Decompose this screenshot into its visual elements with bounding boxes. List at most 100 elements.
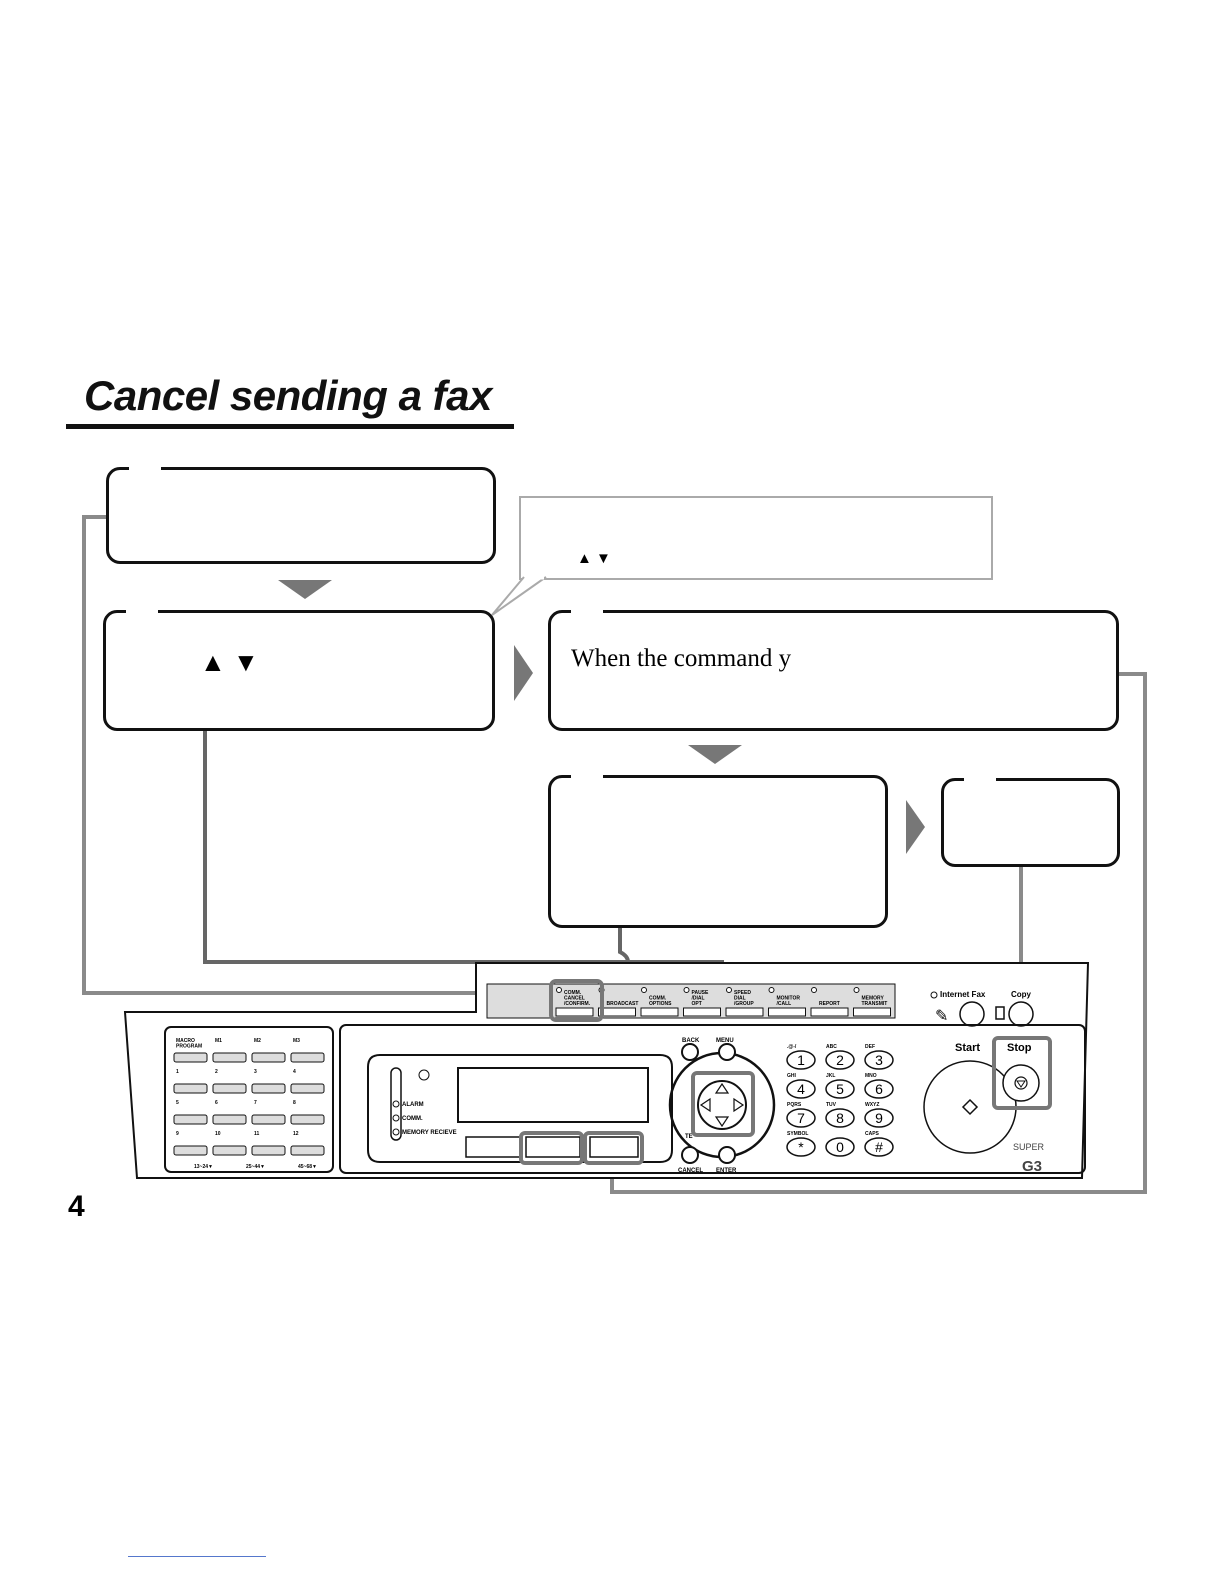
step-3-box: When the command y <box>548 609 1119 731</box>
one-touch-key[interactable] <box>290 1114 325 1125</box>
highlight-stop <box>992 1036 1052 1110</box>
one-touch-key[interactable] <box>251 1083 286 1094</box>
status-lamp-label: MEMORY RECIEVE <box>402 1130 457 1136</box>
one-touch-label: 9 <box>176 1131 179 1137</box>
super-badge: SUPER <box>1013 1142 1045 1152</box>
start-label: Start <box>955 1042 980 1054</box>
keypad-key-7[interactable] <box>786 1108 816 1128</box>
one-touch-key[interactable] <box>212 1052 247 1063</box>
keypad-digit: 4 <box>797 1081 805 1097</box>
soft-key-3 <box>589 1136 639 1158</box>
lcd-display <box>457 1067 649 1123</box>
callout-arrows: ▲ ▼ <box>577 550 611 567</box>
page-range-label: 45~68▼ <box>298 1164 317 1170</box>
function-key-label: REPORT <box>819 1001 840 1007</box>
one-touch-key[interactable] <box>290 1052 325 1063</box>
status-lamp <box>392 1114 400 1122</box>
keypad-key-9[interactable] <box>864 1108 894 1128</box>
contrast-button <box>418 1069 430 1081</box>
keypad-digit: 3 <box>875 1052 883 1068</box>
status-lamp <box>392 1100 400 1108</box>
one-touch-label: 10 <box>215 1131 221 1137</box>
one-touch-key[interactable] <box>212 1114 247 1125</box>
keypad-digit: 5 <box>836 1081 844 1097</box>
one-touch-label: 7 <box>254 1100 257 1106</box>
one-touch-key[interactable] <box>290 1083 325 1094</box>
function-key[interactable] <box>725 1007 764 1017</box>
internet-fax-label: Internet Fax <box>940 990 986 999</box>
highlight-arrow-keys <box>691 1071 755 1137</box>
step-4-box <box>548 774 888 928</box>
one-touch-label: 8 <box>293 1100 296 1106</box>
one-touch-key[interactable] <box>173 1052 208 1063</box>
title-underline <box>66 424 514 429</box>
one-touch-label: 1 <box>176 1069 179 1075</box>
hand-icon: ✎ <box>935 1008 948 1025</box>
arrow-down-icon <box>688 745 742 764</box>
menu-label: MENU <box>716 1038 734 1044</box>
keypad-letters: PQRS <box>787 1102 802 1108</box>
page-number: 4 <box>68 1190 85 1223</box>
keypad-key-0[interactable] <box>825 1137 855 1157</box>
function-key-label: COMM.CANCEL/CONFIRM. <box>564 990 591 1007</box>
keypad-letters: MNO <box>865 1073 877 1079</box>
function-key-label: COMM.OPTIONS <box>649 996 672 1008</box>
keypad-letters: GHI <box>787 1073 797 1079</box>
function-key[interactable] <box>640 1007 679 1017</box>
keypad-key-*[interactable] <box>786 1137 816 1157</box>
keypad-key-2[interactable] <box>825 1050 855 1070</box>
one-touch-label: 4 <box>293 1069 296 1075</box>
keypad-letters: SYMBOL <box>787 1131 808 1137</box>
page-range-label: 13~24▼ <box>194 1164 213 1170</box>
one-touch-key[interactable] <box>251 1145 286 1156</box>
keypad-key-3[interactable] <box>864 1050 894 1070</box>
page-title: Cancel sending a fax <box>84 372 492 419</box>
step2-arrows: ▲ ▼ <box>200 647 259 677</box>
step3-text: When the command y <box>571 645 792 672</box>
function-key[interactable] <box>598 1007 636 1017</box>
one-touch-label: 2 <box>215 1069 218 1075</box>
stop-label: Stop <box>1007 1042 1032 1054</box>
keypad-digit: 7 <box>797 1110 805 1126</box>
one-touch-key[interactable] <box>173 1114 208 1125</box>
keypad-digit: 9 <box>875 1110 883 1126</box>
one-touch-key[interactable] <box>290 1145 325 1156</box>
back-label: BACK <box>682 1038 700 1044</box>
g3-badge: G3 <box>1022 1158 1042 1175</box>
arrow-right-icon <box>514 645 533 701</box>
one-touch-label: M3 <box>293 1038 300 1044</box>
connector-step1 <box>82 515 552 995</box>
keypad-key-8[interactable] <box>825 1108 855 1128</box>
one-touch-label: 12 <box>293 1131 299 1137</box>
keypad-digit: 0 <box>836 1139 844 1155</box>
keypad-digit: # <box>875 1139 883 1155</box>
function-key[interactable] <box>810 1007 849 1017</box>
one-touch-label: M1 <box>215 1038 222 1044</box>
highlight-soft-key-2 <box>519 1131 584 1165</box>
keypad-key-5[interactable] <box>825 1079 855 1099</box>
one-touch-key[interactable] <box>251 1052 286 1063</box>
keypad-digit: 1 <box>797 1052 805 1068</box>
one-touch-key[interactable] <box>173 1083 208 1094</box>
function-key[interactable] <box>768 1007 806 1017</box>
keypad-key-4[interactable] <box>786 1079 816 1099</box>
one-touch-label: 11 <box>254 1131 260 1137</box>
function-key[interactable] <box>683 1007 721 1017</box>
keypad-key-1[interactable] <box>786 1050 816 1070</box>
function-key-label: BROADCAST <box>607 1001 639 1007</box>
function-key[interactable] <box>853 1007 891 1017</box>
highlight-comm-cancel <box>549 979 604 1022</box>
one-touch-key[interactable] <box>212 1083 247 1094</box>
keypad-letters: WXYZ <box>865 1102 879 1108</box>
one-touch-key[interactable] <box>212 1145 247 1156</box>
function-key[interactable] <box>555 1007 594 1017</box>
connector-step3 <box>610 672 1147 1194</box>
keypad-letters: CAPS <box>865 1131 880 1137</box>
one-touch-key[interactable] <box>251 1114 286 1125</box>
one-touch-key[interactable] <box>173 1145 208 1156</box>
keypad-key-#[interactable] <box>864 1137 894 1157</box>
keypad-key-6[interactable] <box>864 1079 894 1099</box>
